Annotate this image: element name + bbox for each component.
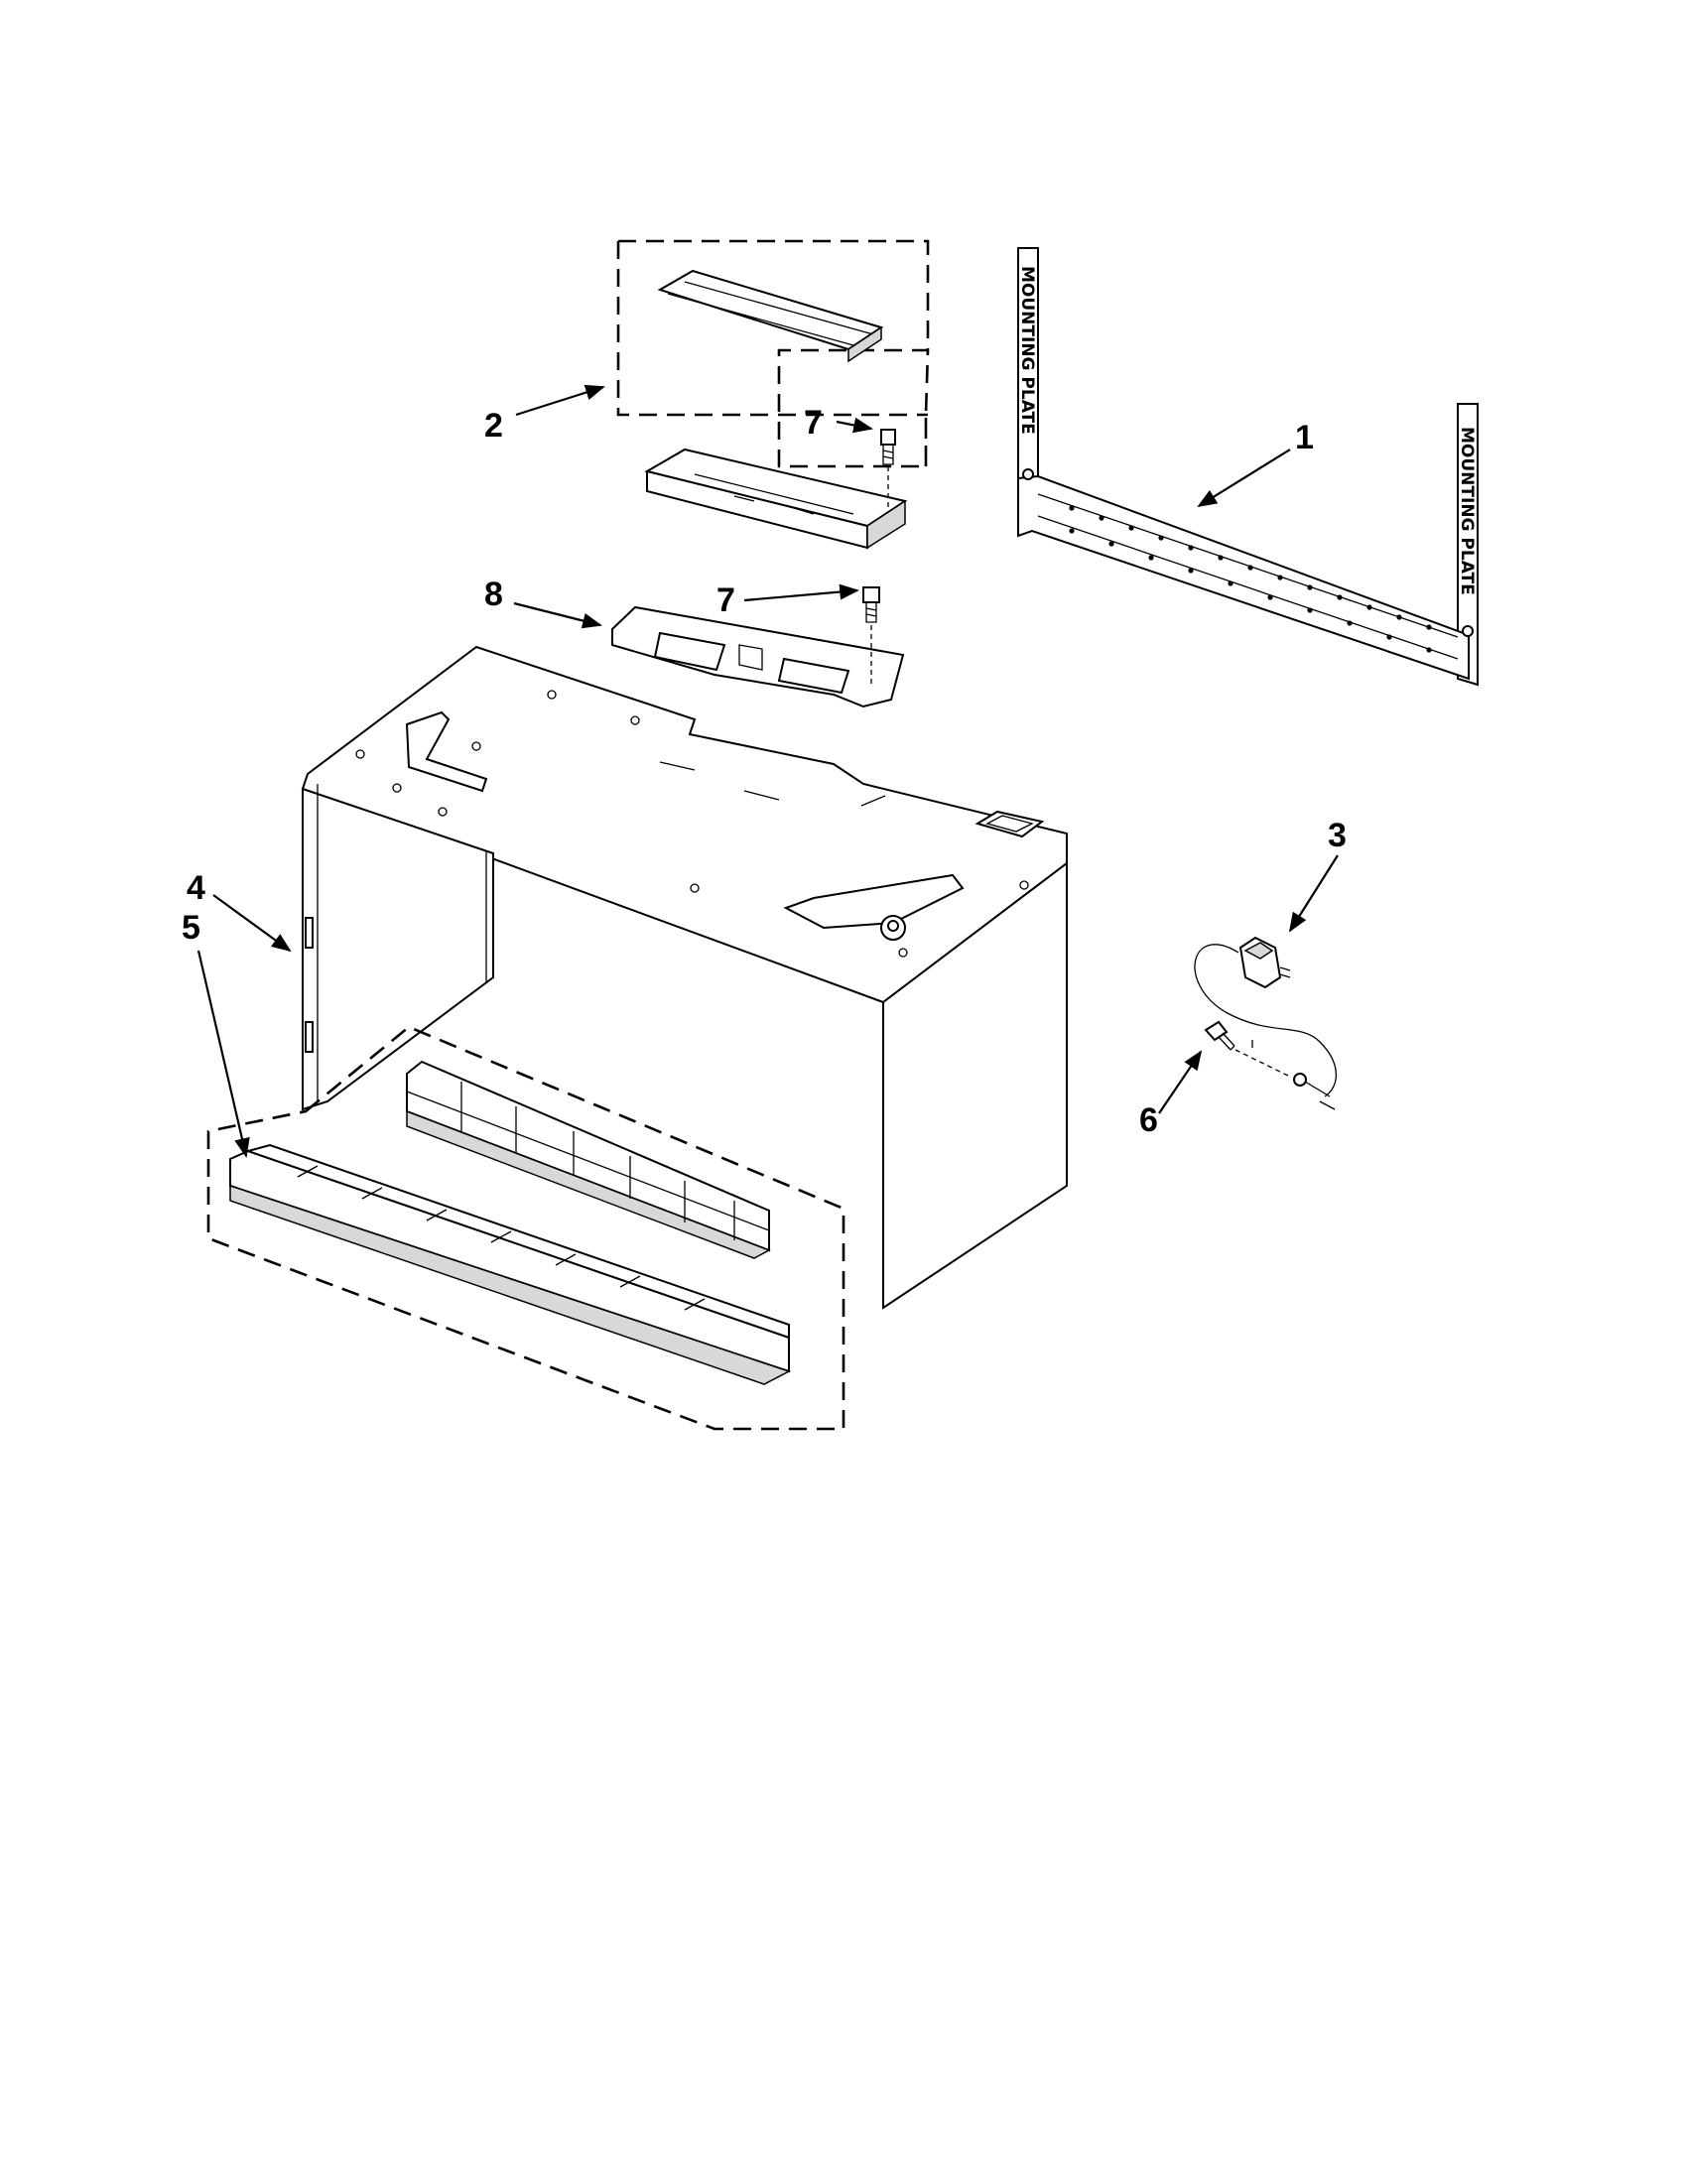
mounting-plate-label-right: MOUNTING PLATE — [1457, 427, 1477, 595]
long-grille-louver — [229, 1143, 791, 1385]
power-cord-assembly — [1194, 936, 1337, 1110]
mounting-plate-holes — [1069, 505, 1432, 653]
ground-screw-6 — [1204, 1020, 1291, 1078]
grille-assembly-group — [206, 1025, 845, 1431]
mounting-plate: MOUNTING PLATE MOUNTING PLATE — [1017, 247, 1479, 687]
callout-7-lower: 7 — [716, 581, 735, 619]
leader-arrows — [196, 384, 1339, 1158]
cabinet-holes — [355, 690, 1029, 958]
callout-1: 1 — [1295, 419, 1314, 456]
mounting-plate-label-left: MOUNTING PLATE — [1017, 266, 1037, 435]
screw-7-upper — [880, 429, 896, 511]
callout-2: 2 — [484, 407, 503, 445]
callout-6: 6 — [1139, 1101, 1158, 1139]
short-grille-louver — [406, 1060, 771, 1259]
vent-assembly-group — [616, 239, 930, 550]
vent-assembly-dashed-frame — [616, 239, 930, 468]
callout-3: 3 — [1328, 817, 1347, 854]
vent-bottom-tray — [644, 448, 908, 550]
callout-4: 4 — [187, 869, 205, 907]
callout-7-upper: 7 — [804, 404, 823, 442]
cover-plate-8 — [611, 605, 905, 708]
callout-5: 5 — [182, 909, 200, 947]
cabinet-wrapper — [301, 645, 1068, 1310]
screw-7-lower — [862, 586, 880, 685]
callout-8: 8 — [484, 576, 503, 613]
vent-top-rail — [657, 269, 884, 363]
grille-assembly-dashed-frame — [206, 1025, 845, 1431]
